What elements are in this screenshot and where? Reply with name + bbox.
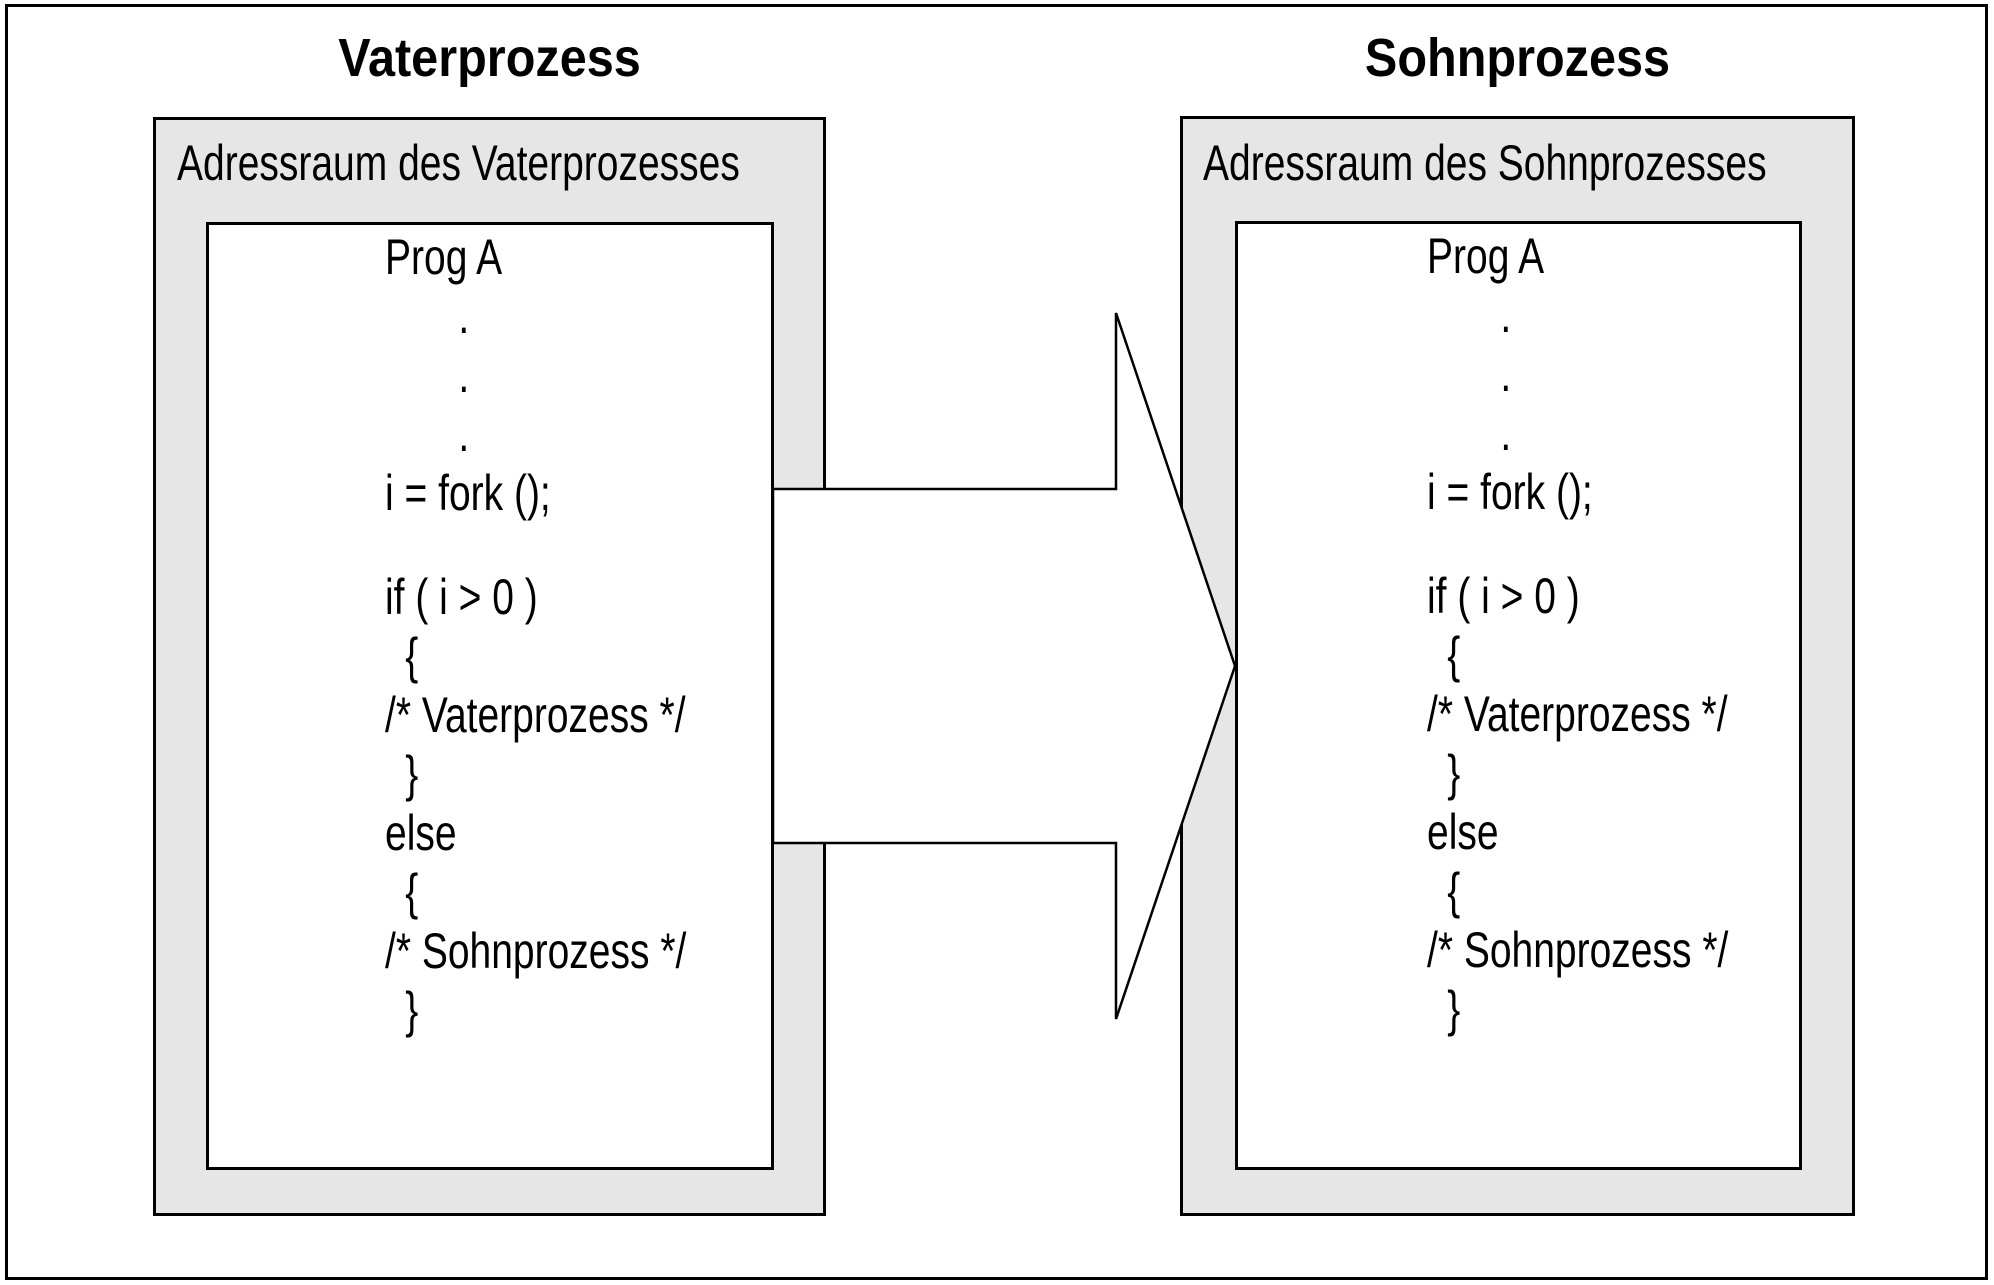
code-line: /* Sohnprozess */ (1427, 922, 1729, 978)
code-line: } (405, 746, 419, 802)
code-line (385, 523, 686, 568)
code-line: { (405, 864, 419, 920)
son-program-box (1235, 221, 1802, 1170)
code-line: . (458, 406, 470, 462)
code-line: /* Vaterprozess */ (385, 687, 686, 743)
code-line: else (385, 805, 457, 861)
code-line: . (1500, 405, 1512, 461)
code-line: . (458, 347, 470, 403)
son-address-space-label: Adressraum des Sohnprozesses (1203, 135, 1767, 191)
code-line: . (458, 288, 470, 344)
son-program-code: Prog A...i = fork ();if ( i > 0 ){/* Vat… (1427, 227, 1728, 1039)
code-line: { (405, 628, 419, 684)
code-line: { (1447, 863, 1461, 919)
father-process-title: Vaterprozess (338, 28, 641, 88)
code-line: { (1447, 627, 1461, 683)
father-program-box (206, 222, 774, 1170)
code-line: } (1447, 981, 1461, 1037)
code-line: } (405, 982, 419, 1038)
code-line: /* Vaterprozess */ (1427, 686, 1728, 742)
code-line: . (1500, 287, 1512, 343)
code-line: Prog A (385, 229, 503, 285)
code-line: if ( i > 0 ) (1427, 568, 1580, 624)
code-line: if ( i > 0 ) (385, 569, 538, 625)
father-address-space-label: Adressraum des Vaterprozesses (177, 135, 740, 191)
code-line: i = fork (); (385, 465, 551, 521)
son-process-title: Sohnprozess (1364, 28, 1671, 88)
code-line: else (1427, 804, 1499, 860)
code-line (1427, 522, 1728, 567)
father-program-code: Prog A...i = fork ();if ( i > 0 ){/* Vat… (385, 228, 686, 1040)
code-line: Prog A (1427, 228, 1545, 284)
code-line: . (1500, 346, 1512, 402)
code-line: } (1447, 745, 1461, 801)
code-line: /* Sohnprozess */ (385, 923, 687, 979)
code-line: i = fork (); (1427, 464, 1593, 520)
outer-frame (5, 4, 1988, 1280)
